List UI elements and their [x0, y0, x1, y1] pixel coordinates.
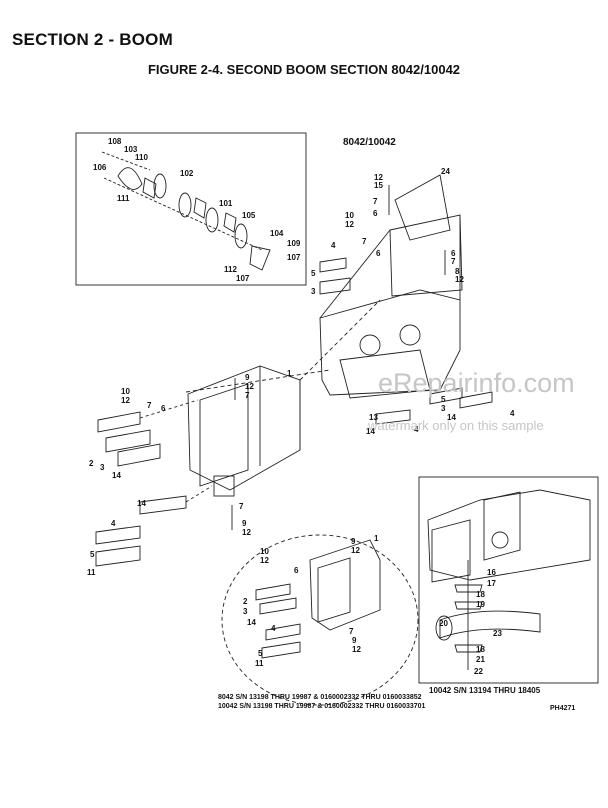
part-callout: 18: [476, 645, 485, 654]
part-callout: 17: [487, 579, 496, 588]
inset-caption: 10042 S/N 13194 THRU 18405: [429, 686, 541, 695]
part-callout: 12: [121, 396, 130, 405]
part-callout: 6: [373, 209, 378, 218]
part-callout: 103: [124, 145, 138, 154]
serial-note-10042: 10042 S/N 13198 THRU 19987 & 0160002332 …: [218, 703, 426, 710]
part-callout: 8: [455, 267, 460, 276]
part-callout: 12: [352, 645, 361, 654]
part-callout: 4: [510, 409, 515, 418]
part-callout: 2: [243, 597, 248, 606]
serial-detail-circle: [221, 534, 419, 706]
part-callout: 3: [441, 404, 446, 413]
part-callout: 106: [93, 163, 107, 172]
part-callout: 19: [476, 600, 485, 609]
part-callout: 10: [260, 547, 269, 556]
part-callout: 107: [236, 274, 250, 283]
part-callout: 3: [243, 607, 248, 616]
watermark-text: eRepairinfo.com: [378, 368, 575, 398]
part-callout: 12: [455, 275, 464, 284]
figure-title: FIGURE 2-4. SECOND BOOM SECTION 8042/100…: [147, 62, 461, 77]
part-callout: 12: [260, 556, 269, 565]
part-callout: 6: [376, 249, 381, 258]
part-callout: 14: [366, 427, 375, 436]
part-callout: 7: [239, 502, 244, 511]
part-callout: 105: [242, 211, 256, 220]
part-callout: 12: [245, 382, 254, 391]
part-callout: 104: [270, 229, 284, 238]
part-callout: 14: [447, 413, 456, 422]
part-callout: 101: [219, 199, 233, 208]
part-callout: 5: [311, 269, 316, 278]
part-callout: 10: [121, 387, 130, 396]
part-callout: 9: [245, 373, 250, 382]
part-callout: 7: [373, 197, 378, 206]
part-callout: 4: [111, 519, 116, 528]
part-callout: 14: [247, 618, 256, 627]
part-callout: 4: [271, 624, 276, 633]
part-callout: 12: [374, 173, 383, 182]
part-callout: 24: [441, 167, 450, 176]
part-callout: 5: [258, 649, 263, 658]
part-callout: 2: [89, 459, 94, 468]
part-callout: 6: [451, 249, 456, 258]
part-callout: 6: [161, 404, 166, 413]
part-callout: 1: [287, 369, 292, 378]
part-callout: 111: [117, 194, 130, 203]
part-callout: 9: [242, 519, 247, 528]
part-callout: 7: [451, 257, 456, 266]
section-title: SECTION 2 - BOOM: [12, 30, 173, 49]
model-label: 8042/10042: [343, 137, 396, 148]
part-callout: 4: [331, 241, 336, 250]
part-callout: 108: [108, 137, 122, 146]
part-callout: 7: [349, 627, 354, 636]
part-callout: 9: [352, 636, 357, 645]
part-callout: 18: [476, 590, 485, 599]
part-callout: 21: [476, 655, 485, 664]
part-callout: 5: [90, 550, 95, 559]
part-callout: 15: [374, 181, 383, 190]
part-callout: 4: [414, 425, 419, 434]
part-callout: 1: [374, 534, 379, 543]
part-callout: 10: [345, 211, 354, 220]
part-callout: 7: [245, 391, 250, 400]
part-callout: 22: [474, 667, 483, 676]
part-callout: 12: [242, 528, 251, 537]
serial-note-8042: 8042 S/N 13198 THRU 19987 & 0160002332 T…: [218, 694, 422, 701]
part-callout: 12: [351, 546, 360, 555]
part-callout: 16: [487, 568, 496, 577]
part-callout: 3: [311, 287, 316, 296]
part-callout: 11: [87, 568, 96, 577]
drawing-id: PH4271: [550, 705, 576, 712]
part-callout: 12: [345, 220, 354, 229]
part-callout: 13: [369, 413, 378, 422]
part-callout: 102: [180, 169, 194, 178]
part-callout: 14: [137, 499, 146, 508]
inset-detail-box: [418, 476, 599, 684]
part-callout: 20: [439, 619, 448, 628]
part-callout: 110: [135, 153, 148, 162]
part-callout: 11: [255, 659, 264, 668]
part-callout: 9: [351, 537, 356, 546]
sheave-detail-box: [75, 132, 307, 286]
watermark-subtext: watermark only on this sample: [368, 418, 544, 433]
part-callout: 7: [147, 401, 152, 410]
part-callout: 6: [294, 566, 299, 575]
part-callout: 112: [224, 265, 237, 274]
part-callout: 14: [112, 471, 121, 480]
part-callout: 109: [287, 239, 301, 248]
part-callout: 5: [441, 395, 446, 404]
part-callout: 3: [100, 463, 105, 472]
part-callout: 107: [287, 253, 301, 262]
part-callout: 23: [493, 629, 502, 638]
part-callout: 7: [362, 237, 367, 246]
